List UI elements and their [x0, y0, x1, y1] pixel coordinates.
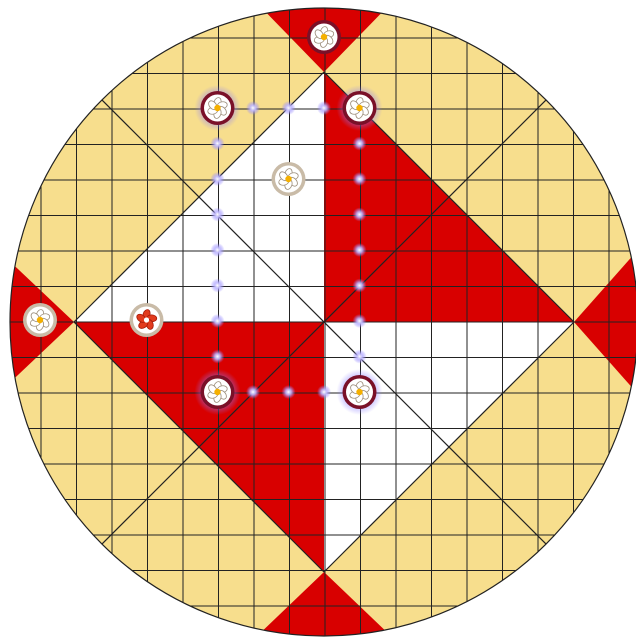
move-highlight-dot[interactable] [211, 279, 225, 293]
tile-white-jade-guest[interactable] [272, 162, 306, 196]
move-highlight-dot[interactable] [246, 385, 260, 399]
move-highlight-dot[interactable] [353, 350, 367, 364]
move-highlight-dot[interactable] [353, 208, 367, 222]
move-highlight-dot[interactable] [211, 350, 225, 364]
tile-red-rose-guest[interactable] [130, 303, 164, 337]
move-highlight-dot[interactable] [353, 137, 367, 151]
tile-white-jade-guest[interactable] [23, 303, 57, 337]
move-highlight-dot[interactable] [353, 314, 367, 328]
tile-white-jade-host[interactable] [195, 369, 241, 415]
tile-white-jade-host[interactable] [337, 369, 383, 415]
move-highlight-dot[interactable] [353, 172, 367, 186]
move-highlight-dot[interactable] [246, 101, 260, 115]
move-highlight-dot[interactable] [353, 279, 367, 293]
move-highlight-dot[interactable] [317, 385, 331, 399]
move-highlight-dot[interactable] [353, 243, 367, 257]
move-highlight-dot[interactable] [211, 314, 225, 328]
move-highlight-dot[interactable] [282, 101, 296, 115]
move-highlight-dot[interactable] [317, 101, 331, 115]
move-highlight-dot[interactable] [211, 137, 225, 151]
move-highlight-dot[interactable] [211, 243, 225, 257]
tile-white-lotus-host[interactable] [307, 20, 341, 54]
tile-white-jade-host[interactable] [195, 85, 241, 131]
move-highlight-dot[interactable] [282, 385, 296, 399]
tile-white-jade-host[interactable] [337, 85, 383, 131]
move-highlight-dot[interactable] [211, 208, 225, 222]
move-highlight-dot[interactable] [211, 172, 225, 186]
